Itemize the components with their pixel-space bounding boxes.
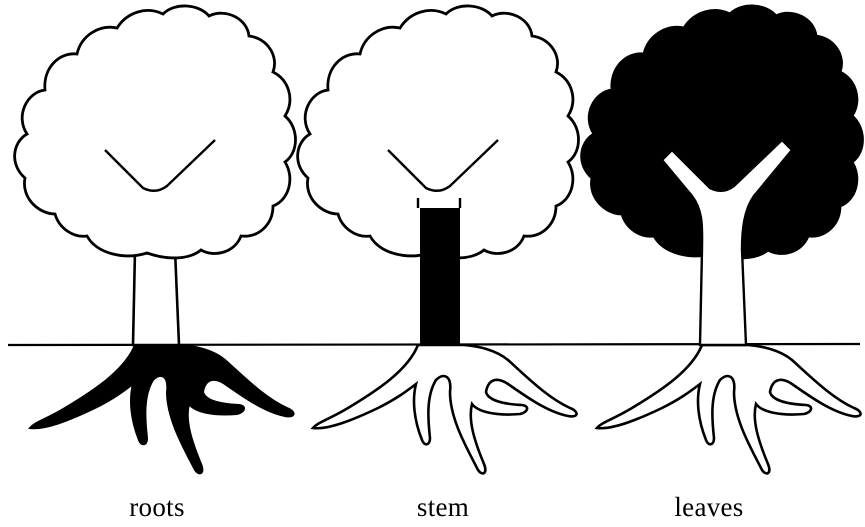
roots-shape	[313, 345, 577, 473]
tree-stem-highlighted	[298, 6, 579, 473]
leaves-shape	[15, 6, 296, 258]
roots-shape	[30, 345, 294, 473]
caption-leaves: leaves	[629, 492, 789, 522]
caption-stem: stem	[363, 492, 523, 522]
caption-roots: roots	[77, 492, 237, 522]
tree-leaves-highlighted	[582, 6, 863, 473]
tree-roots-highlighted	[15, 6, 296, 473]
roots-shape	[597, 345, 861, 473]
stem-shape	[420, 208, 460, 345]
